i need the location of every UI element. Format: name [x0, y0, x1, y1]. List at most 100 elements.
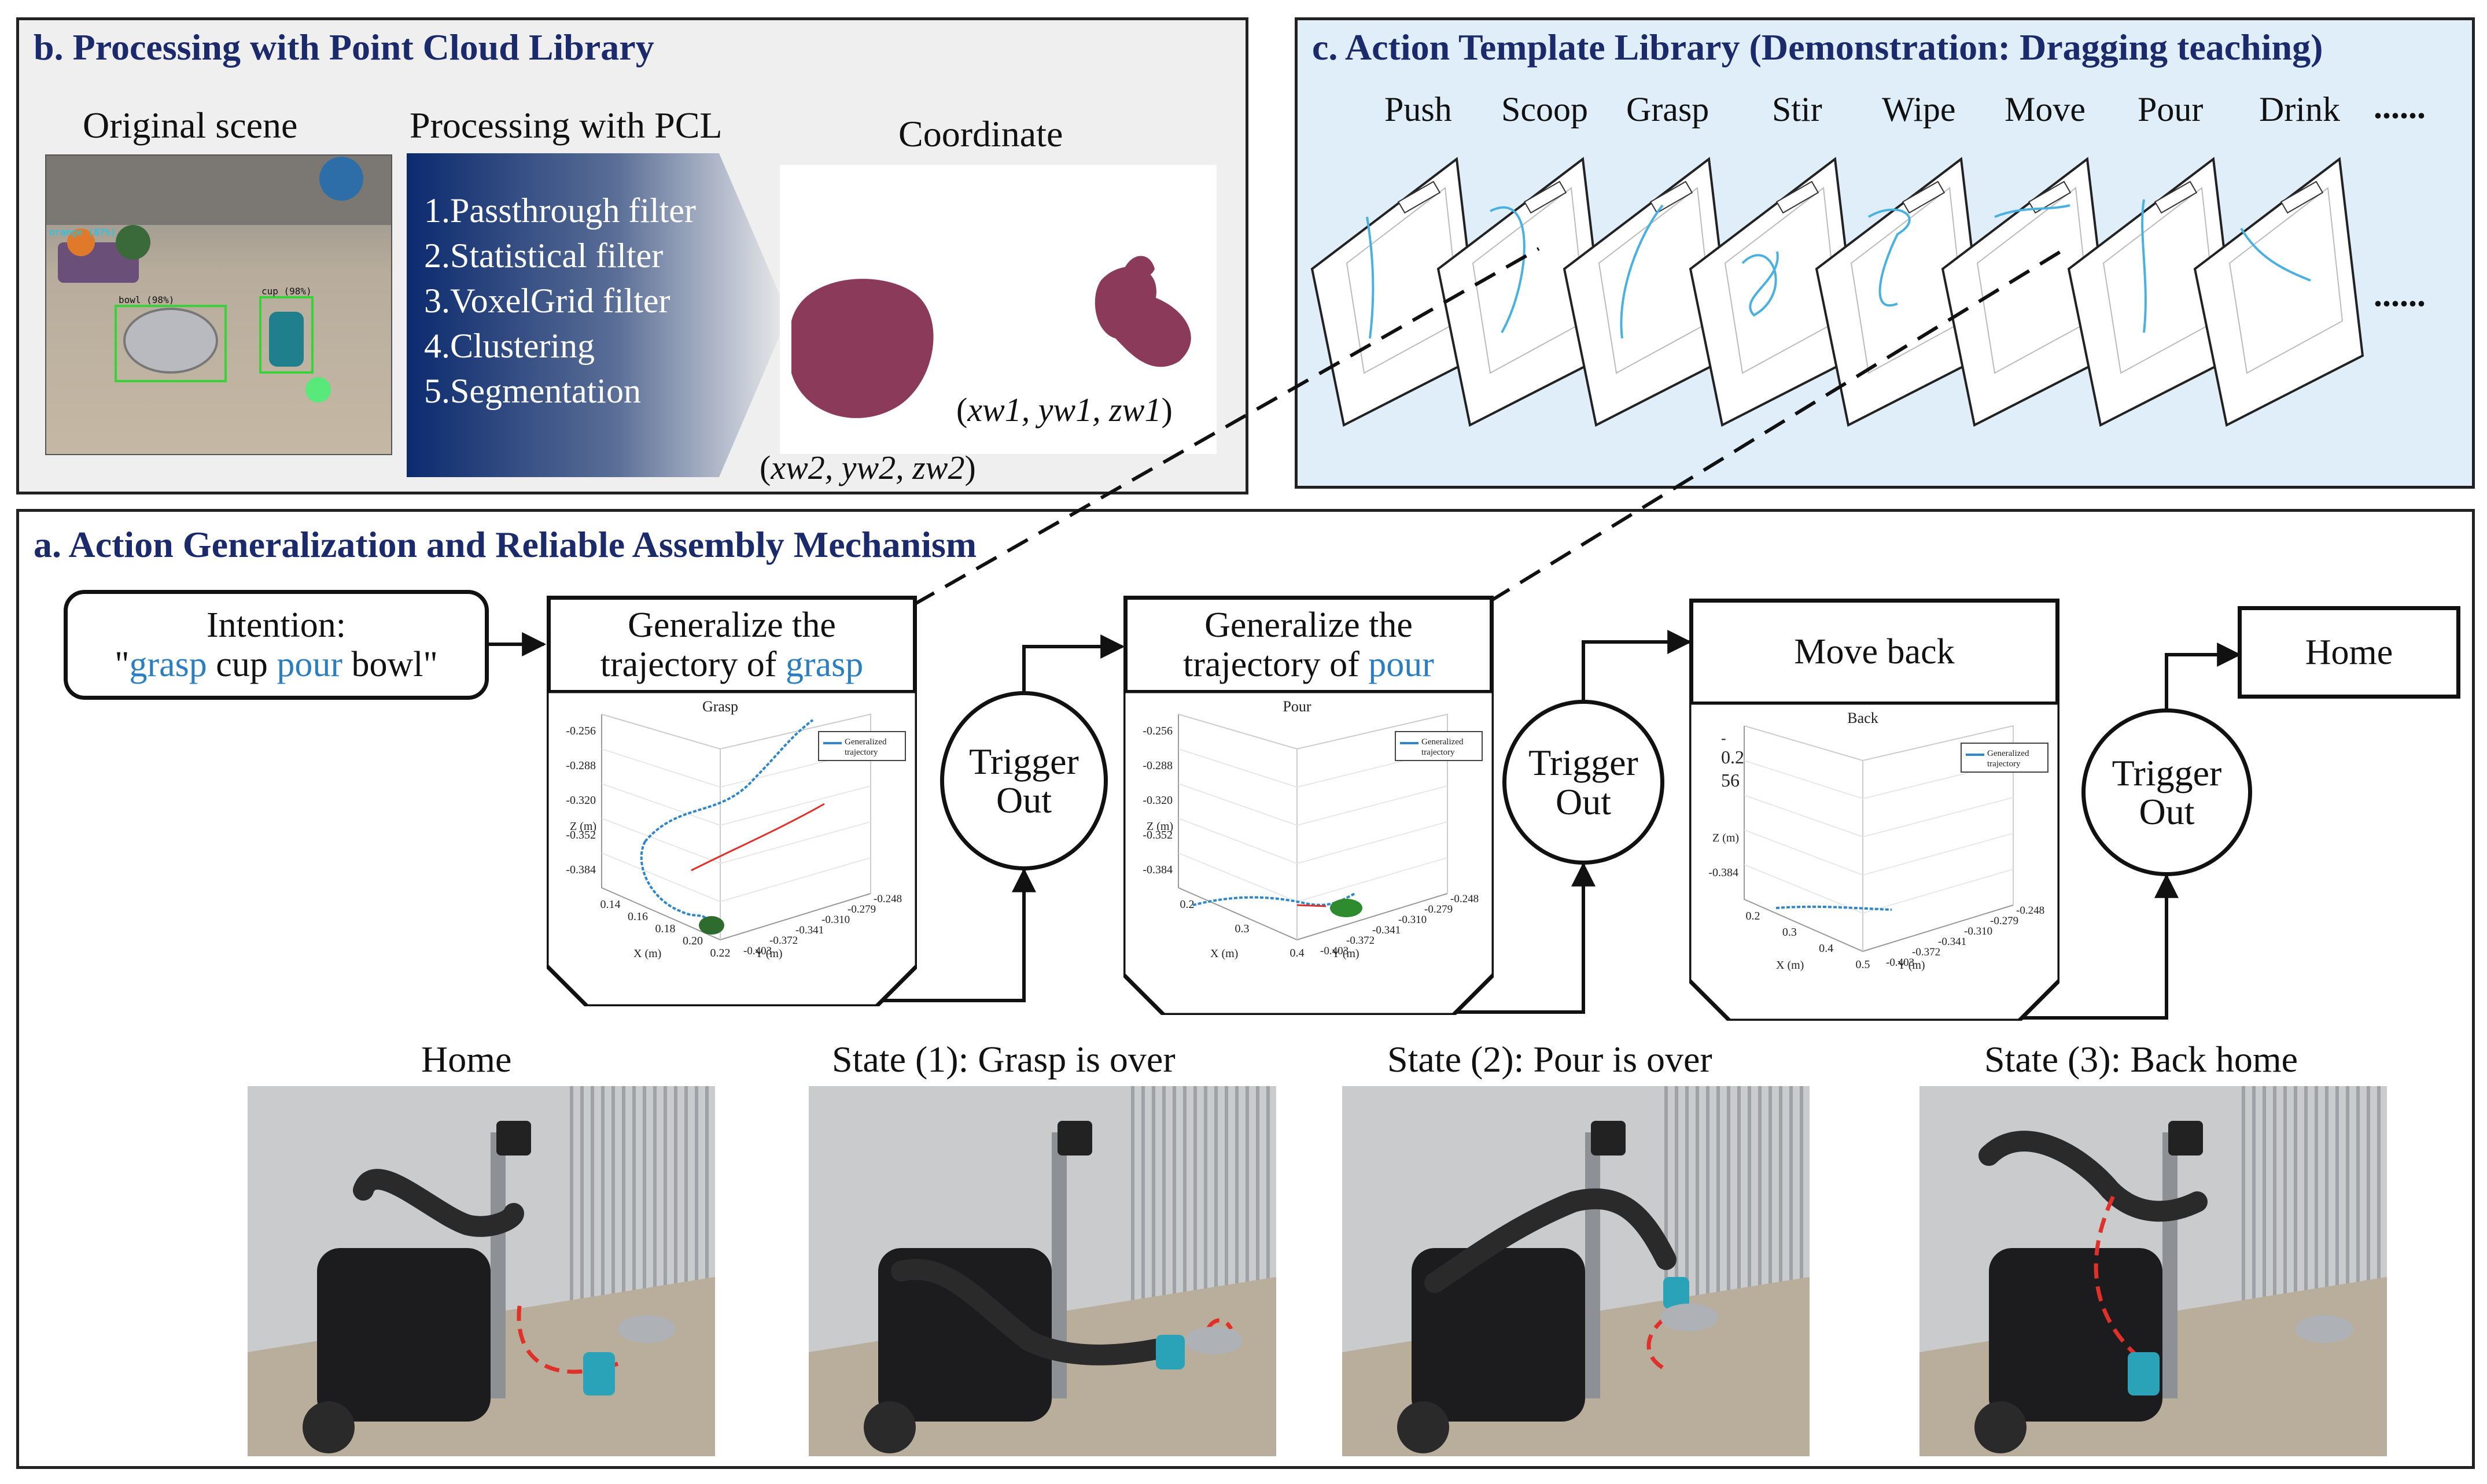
home-box: Home: [2238, 606, 2460, 699]
original-scene-photo: orange (87%) bowl (98%) cup (98%): [45, 154, 392, 455]
chart-x-tick: 0.4: [1290, 947, 1305, 959]
photo-wheel: [1974, 1401, 2027, 1453]
photo-camera: [1058, 1121, 1092, 1156]
photo-mount-pole: [491, 1132, 506, 1398]
action-ellipsis-top: ......: [2374, 87, 2426, 125]
template-card-trajectory: [1867, 208, 1911, 307]
chart-gridline: [1744, 829, 1863, 876]
move-back-label: Move back: [1794, 632, 1955, 672]
chart-legend-box: [818, 731, 906, 761]
template-card-legend: [1649, 180, 1693, 214]
chart-z-tick: -0.256: [1143, 725, 1173, 737]
original-scene-label: Original scene: [83, 105, 298, 146]
chart-frame-outline: [547, 691, 917, 1006]
chart-x-tick: 0.5: [1856, 958, 1870, 971]
photo-robot-arm: [1978, 1131, 2208, 1222]
robot-photo-home: [248, 1086, 715, 1456]
chart-gridline: [1296, 857, 1448, 902]
photo-camera: [1591, 1121, 1626, 1156]
chart-grasp-red-path: [691, 803, 825, 872]
photo-robot-arm: [353, 1169, 524, 1237]
generalize-grasp-line2: trajectory of grasp: [600, 645, 864, 684]
photo-bowl: [1185, 1327, 1243, 1354]
chart-z-tick: -0.320: [566, 794, 596, 807]
chart-gridline: [1862, 833, 2014, 876]
pcl-step-2: 2.Statistical filter: [424, 237, 664, 275]
action-label-grasp: Grasp: [1626, 90, 1709, 128]
trigger-2-line1: Trigger: [1528, 742, 1638, 784]
chart-x-label: X (m): [1776, 959, 1804, 972]
action-label-move: Move: [2005, 90, 2086, 128]
chart-y-label: Y (m): [1332, 947, 1359, 960]
state-label-2: State (2): Pour is over: [1387, 1039, 1712, 1080]
trigger-1-line2: Out: [996, 780, 1052, 821]
move-back-box: Move back: [1689, 599, 2059, 706]
chart-y-tick: -0.248: [2016, 905, 2044, 917]
chart-y-tick: -0.403: [743, 945, 772, 957]
chart-y-tick: -0.372: [1346, 935, 1375, 947]
panel-b: b. Processing with Point Cloud Library O…: [16, 17, 1248, 494]
chart-axis-box: [1178, 714, 1448, 941]
chart-y-tick: -0.279: [848, 903, 876, 915]
photo-cup: [2128, 1352, 2160, 1396]
coordinate-1: (xw1, yw1, zw1): [956, 391, 1173, 429]
chart-x-tick: 0.14: [600, 898, 621, 911]
chart-grasp-trajectory-high: [644, 719, 814, 843]
chart-x-tick: 0.22: [710, 947, 731, 959]
chart-back-z-top-1: -: [1721, 730, 1726, 747]
template-card-stack: [1310, 157, 2364, 427]
action-label-wipe: Wipe: [1882, 90, 1956, 128]
chart-legend-label: Generalized: [1987, 749, 2029, 758]
generalize-pour-line2: trajectory of pour: [1183, 645, 1434, 684]
photo-camera: [496, 1121, 531, 1156]
chart-x-tick: 0.4: [1819, 942, 1833, 955]
home-label: Home: [2305, 632, 2393, 672]
chart-legend-label: trajectory: [1421, 748, 1455, 757]
chart-legend-label: Generalized: [845, 737, 887, 747]
scene-illustration: orange (87%) bowl (98%) cup (98%): [46, 156, 391, 403]
template-card-legend: [2028, 180, 2072, 214]
chart-z-tick: -0.288: [566, 759, 596, 772]
template-card-legend: [2154, 180, 2198, 214]
state-label-3: State (3): Back home: [1984, 1039, 2298, 1080]
chart-z-tick: -0.256: [566, 725, 596, 737]
processing-label: Processing with PCL: [410, 105, 723, 146]
chart-gridline: [720, 821, 871, 864]
chart-grasp-trajectory-low: [640, 841, 710, 923]
chart-title: Back: [1847, 710, 1878, 726]
chart-x-label: X (m): [633, 947, 661, 960]
trigger-3-line1: Trigger: [2112, 752, 2222, 793]
chart-x-label: X (m): [1210, 947, 1238, 960]
trigger-2-line2: Out: [1556, 781, 1611, 822]
action-label-pour: Pour: [2138, 90, 2204, 128]
chart-x-tick: 0.2: [1746, 910, 1760, 922]
chart-x-tick: 0.3: [1782, 926, 1797, 939]
chart-gridline: [1178, 748, 1298, 788]
chart-gridline: [1744, 864, 1863, 914]
chart-y-tick: -0.248: [1450, 893, 1479, 905]
chart-z-tick: -0.288: [1143, 759, 1173, 772]
pcl-processing-arrow: [407, 153, 789, 477]
photo-cup: [1663, 1277, 1689, 1309]
chart-x-tick: 0.2: [1180, 898, 1195, 911]
chart-gridline: [1744, 795, 1863, 837]
chart-back-trajectory: [1775, 905, 1892, 911]
action-label-push: Push: [1384, 90, 1452, 128]
generalize-grasp-box: Generalize the trajectory of grasp: [547, 596, 917, 694]
template-card-scoop: [1436, 157, 1608, 427]
chart-gridline: [1744, 760, 1863, 799]
pcl-step-3: 3.VoxelGrid filter: [424, 282, 670, 320]
trigger-3-line2: Out: [2139, 791, 2195, 832]
action-ellipsis-mid: ......: [2374, 275, 2426, 313]
chart-frame-outline: [1689, 703, 2059, 1021]
detection-cup-label: cup (98%): [261, 286, 312, 297]
chart-y-tick: -0.341: [1372, 924, 1401, 936]
chart-y-tick: -0.372: [1912, 946, 1940, 958]
template-card-trajectory: [1620, 204, 1664, 339]
photo-cup: [583, 1352, 615, 1396]
generalize-pour-line1: Generalize the: [1204, 605, 1413, 645]
chart-y-tick: -0.403: [1320, 945, 1348, 957]
chart-y-tick: -0.248: [874, 893, 902, 905]
chart-gridline: [720, 785, 871, 826]
